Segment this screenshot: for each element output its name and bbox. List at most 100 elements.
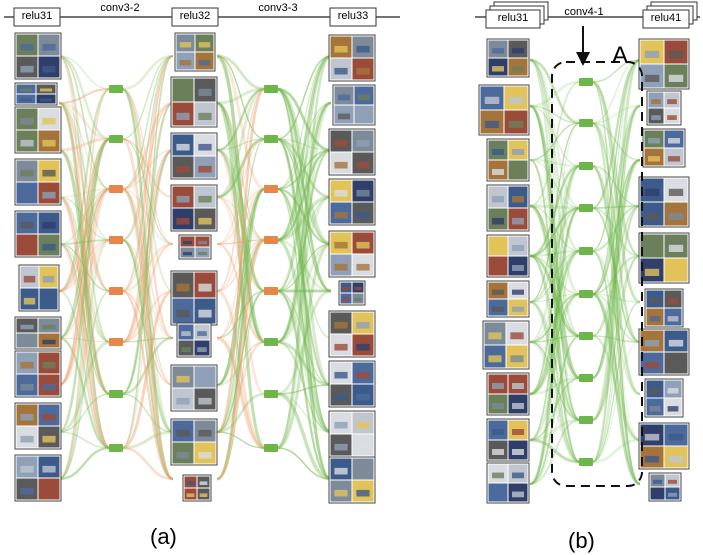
relu32-thumb-6-object — [197, 347, 207, 352]
edge-a-l1 — [58, 187, 111, 293]
edge-a-l2 — [121, 55, 174, 449]
relu41-thumb-8-object — [668, 433, 684, 441]
edge-a-l1 — [58, 187, 111, 387]
relu41-thumb-4-object — [668, 244, 684, 252]
edge-a-l4 — [276, 188, 332, 480]
relu41-thumb-6 — [638, 328, 690, 376]
relu31-b-thumb-7-object — [492, 403, 504, 409]
edge-b-l1 — [529, 293, 581, 303]
relu32-thumb-6 — [176, 322, 212, 358]
edge-b-l1 — [529, 104, 581, 338]
relu31-b-thumb-4 — [486, 234, 530, 278]
edge-a-l1 — [58, 340, 111, 434]
conv4-1-node-5 — [579, 290, 593, 298]
relu41-thumb-6-object — [668, 339, 684, 347]
relu33-thumb-3-object — [334, 211, 348, 219]
relu31-a-thumb-2-object — [42, 139, 56, 147]
edge-b-l1 — [529, 164, 581, 258]
relu31-a-thumb-8 — [14, 402, 62, 450]
conv3-3-node-5 — [264, 338, 278, 346]
edge-b-l1 — [529, 249, 581, 396]
relu33-thumb-2-object — [356, 161, 370, 169]
relu33-thumb-7-object — [356, 393, 370, 401]
relu31-a-thumb-4-object — [20, 243, 34, 251]
edge-b-l1 — [529, 204, 581, 422]
edge-a-l1 — [58, 188, 111, 198]
edge-b-l1 — [529, 105, 581, 421]
relu33-thumb-4-object — [356, 241, 370, 249]
edge-b-l2 — [591, 292, 641, 486]
relu33-thumb-3 — [328, 178, 376, 226]
relu41-thumb-7 — [644, 378, 684, 418]
relu41-thumb-7-object — [649, 406, 661, 412]
relu32-thumb-8-object — [176, 429, 190, 437]
edge-b-l1 — [529, 206, 581, 486]
edge-b-l1 — [529, 341, 581, 421]
edge-b-l2 — [591, 205, 641, 463]
conv4-1-node-9 — [579, 458, 593, 466]
edge-a-l2 — [121, 54, 174, 91]
conv3-2-node-6 — [109, 390, 123, 398]
edge-b-l1 — [529, 254, 581, 338]
edge-a-l1 — [58, 238, 111, 481]
edge-a-l1 — [58, 195, 111, 344]
relu33-thumb-8-object — [334, 443, 348, 451]
edge-b-l1 — [529, 250, 581, 343]
edge-b-l1 — [529, 80, 581, 108]
image-thumbnails — [14, 32, 690, 504]
relu32-thumb-2-object — [176, 143, 190, 151]
edge-a-l4 — [276, 101, 332, 242]
relu33-thumb-0-object — [334, 45, 348, 53]
edge-b-l1 — [529, 341, 581, 379]
edge-a-l1 — [58, 188, 111, 339]
edge-a-l4 — [276, 242, 332, 450]
relu31-a-thumb-0-object — [42, 43, 56, 51]
relu32-thumb-4 — [178, 234, 212, 260]
relu41-thumb-9-object — [653, 492, 662, 497]
edge-a-l3 — [216, 290, 266, 480]
relu31-b-thumb-8 — [486, 418, 530, 462]
edge-a-l3 — [216, 138, 266, 151]
relu32-thumb-9-object — [186, 493, 195, 497]
relu31-a-thumb-3-object — [42, 169, 56, 177]
relu41-thumb-6-object — [644, 361, 660, 369]
relu33-thumb-5-object — [342, 297, 350, 302]
relu33-thumb-4 — [328, 230, 376, 278]
relu31-b-thumb-9-object — [512, 472, 524, 479]
conv3-2-node-1 — [109, 135, 123, 143]
relu32-thumb-9 — [182, 474, 212, 502]
edge-a-l3 — [216, 102, 266, 241]
relu31-b-thumb-7-object — [492, 383, 504, 389]
edge-a-l1 — [58, 188, 111, 245]
relu32-thumb-8 — [170, 418, 218, 466]
relu33-thumb-0-object — [356, 45, 370, 53]
relu33-thumb-9-object — [334, 489, 348, 497]
relu33-thumb-8-object — [356, 421, 370, 429]
edge-a-l1 — [58, 55, 111, 449]
edge-b-l1 — [529, 335, 581, 485]
relu41-thumb-0-object — [644, 74, 660, 82]
edge-b-l2 — [591, 59, 641, 252]
relu31-a-thumb-2-object — [20, 117, 34, 125]
relu31-b-thumb-0-object — [512, 66, 524, 72]
relu31-a-thumb-9-object — [20, 465, 34, 473]
edge-b-l1 — [529, 164, 581, 486]
edge-b-l2 — [591, 158, 641, 380]
edge-a-l2 — [121, 239, 174, 386]
edge-a-l2 — [121, 187, 174, 434]
relu31-b-thumb-4-object — [512, 245, 524, 251]
relu32-thumb-3-object — [176, 217, 190, 225]
relu31-a-thumb-4 — [14, 210, 62, 258]
edge-a-l1 — [58, 101, 111, 141]
edge-b-l1 — [529, 159, 581, 209]
relu31-b-thumb-8-object — [512, 429, 524, 435]
relu33-thumb-6-object — [356, 321, 370, 329]
relu31-a-thumb-0-object — [20, 43, 34, 51]
relu33-thumb-6 — [328, 310, 376, 358]
edge-a-l1 — [58, 55, 111, 190]
relu32-thumb-8-object — [198, 429, 212, 437]
relu32-thumb-8-object — [176, 451, 190, 459]
relu33-thumb-8 — [328, 410, 376, 458]
relu31-a-thumb-2-object — [20, 139, 34, 147]
edge-a-l2 — [121, 87, 174, 481]
